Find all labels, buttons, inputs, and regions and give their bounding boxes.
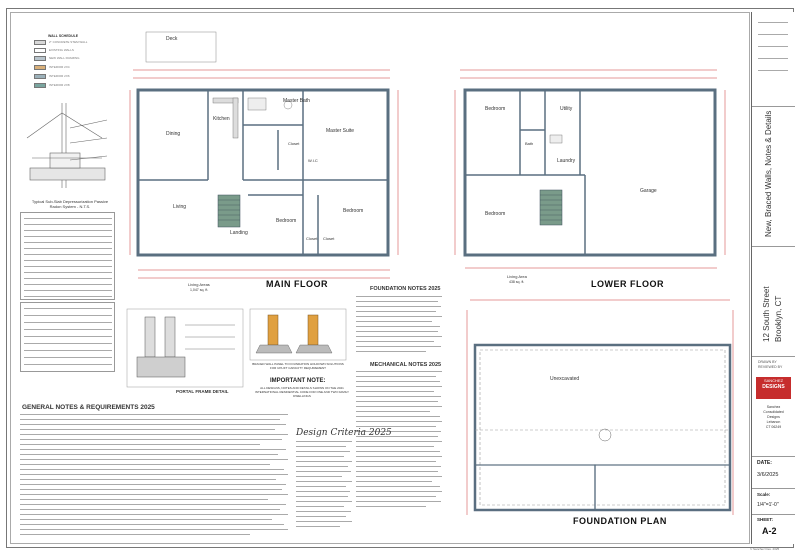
important-note-text: ALL DESIGNS, NOTES AND DETAILS SHOWN ON …	[254, 386, 350, 398]
room-label-master-suite: Master Suite	[326, 128, 354, 134]
foundation-plan: Unexcavated	[466, 299, 734, 515]
lower-floor-title: LOWER FLOOR	[591, 279, 664, 289]
design-criteria-text	[296, 440, 354, 538]
room-label-bath: Bath	[525, 141, 533, 146]
room-label-dining: Dining	[166, 131, 180, 137]
main-floor-plan: Dining Kitchen Master Bath Master Suite …	[129, 31, 399, 292]
legend-item: INTERIOR 2X8	[49, 83, 70, 87]
logo-line-1: SANCHEZ	[763, 378, 784, 383]
legend-swatch	[34, 48, 46, 53]
room-label-wic: W.I.C	[308, 158, 318, 163]
design-criteria-title: Design Criteria 2025	[296, 428, 392, 438]
legend-swatch	[34, 65, 46, 70]
room-label-kitchen: Kitchen	[213, 116, 230, 122]
lower-area-label: Living Area	[507, 274, 528, 279]
legend-item: INTERIOR 2X6	[49, 74, 70, 78]
room-label-living: Living	[173, 204, 186, 210]
radon-detail-drawing	[26, 103, 108, 188]
main-floor-title: MAIN FLOOR	[266, 279, 328, 289]
radon-caption: Typical Sub-Slab Depressurization Passiv…	[31, 199, 109, 209]
general-notes-text	[20, 413, 290, 543]
title-block: New, Braced Walls, Notes & Details 12 So…	[751, 12, 795, 544]
legend-title: WALL SCHEDULE	[48, 34, 79, 38]
foundation-space-label: Unexcavated	[550, 376, 579, 382]
designer-line: Designs	[767, 415, 780, 419]
date-value: 3/6/2025	[757, 472, 779, 478]
room-label-utility: Utility	[560, 106, 573, 112]
design-load-table	[20, 302, 115, 372]
drawn-by-label: DRAWN BY	[758, 360, 777, 364]
scale-value: 1/4"=1'-0"	[757, 502, 779, 508]
room-label-bedroom: Bedroom	[276, 218, 296, 224]
main-area-label: Living Areas	[188, 282, 210, 287]
room-label-closet: Closet	[306, 236, 318, 241]
legend-swatch	[34, 40, 46, 45]
legend-item: 2" CONCRETE STEM WALL	[49, 40, 88, 44]
braced-caption: BRACED WALL PANEL TO FOUNDATION HOLDOWN …	[252, 362, 344, 370]
deck-label: Deck	[166, 36, 178, 42]
general-notes-title: GENERAL NOTES & REQUIREMENTS 2025	[22, 404, 155, 411]
legend-swatch	[34, 56, 46, 61]
room-label-master-bath: Master Bath	[283, 98, 310, 104]
portal-caption: PORTAL FRAME DETAIL	[176, 389, 229, 394]
sheet-title: New, Braced Walls, Notes & Details	[764, 110, 773, 237]
address-line-2: Brooklyn, CT	[774, 295, 783, 342]
room-label-bedroom: Bedroom	[485, 106, 505, 112]
room-label-garage: Garage	[640, 188, 657, 194]
wall-legend: WALL SCHEDULE 2" CONCRETE STEM WALL EXIS…	[34, 34, 114, 94]
room-label-laundry: Laundry	[557, 158, 576, 164]
legend-swatch	[34, 74, 46, 79]
important-note-title: IMPORTANT NOTE:	[270, 378, 326, 384]
designer-logo: SANCHEZ DESIGNS	[756, 377, 791, 399]
scale-label: Scale:	[757, 492, 771, 497]
main-area-value: 1,047 sq. ft.	[190, 288, 208, 292]
sheet-number: A-2	[762, 526, 777, 536]
copyright-text: © Sanchez Des. 2025	[750, 547, 780, 551]
designer-info: Sanchez Consolidated Designs Lebanon CT …	[752, 405, 795, 430]
room-label-landing: Landing	[230, 230, 248, 236]
legend-item: EXISTING WALLS	[49, 48, 74, 52]
designer-line: CT 06249	[765, 425, 782, 429]
designer-line: Sanchez	[766, 405, 781, 409]
date-label: DATE:	[757, 460, 772, 466]
room-label-bedroom: Bedroom	[485, 211, 505, 217]
reviewed-by-label: REVIEWED BY	[758, 365, 783, 369]
foundation-notes-title: FOUNDATION NOTES 2025	[370, 286, 441, 292]
designer-line: Lebanon	[766, 420, 781, 424]
sheet-label: SHEET:	[757, 517, 774, 522]
lower-area-value: 438 sq. ft.	[509, 280, 524, 284]
designer-line: Consolidated	[763, 410, 784, 414]
lower-floor-plan: Bedroom Utility Bath Laundry Garage Bedr…	[454, 69, 726, 284]
room-label-bedroom: Bedroom	[343, 208, 363, 214]
foundation-plan-title: FOUNDATION PLAN	[573, 516, 667, 526]
portal-frame-detail	[126, 308, 244, 388]
room-label-closet: Closet	[288, 141, 300, 146]
room-label-closet: Closet	[323, 236, 335, 241]
legend-item: NEW WALL FRAMING	[49, 56, 80, 60]
drawing-border	[10, 12, 750, 544]
braced-wall-holdown-detail	[249, 308, 347, 361]
foundation-notes-text	[356, 295, 444, 360]
braced-wall-table	[20, 212, 115, 300]
mechanical-notes-text	[356, 370, 444, 515]
address-line-1: 12 South Street	[762, 286, 771, 342]
mechanical-notes-title: MECHANICAL NOTES 2025	[370, 362, 442, 368]
legend-swatch	[34, 83, 46, 88]
legend-item: INTERIOR 2X4	[49, 65, 70, 69]
logo-line-2: DESIGNS	[762, 384, 785, 390]
